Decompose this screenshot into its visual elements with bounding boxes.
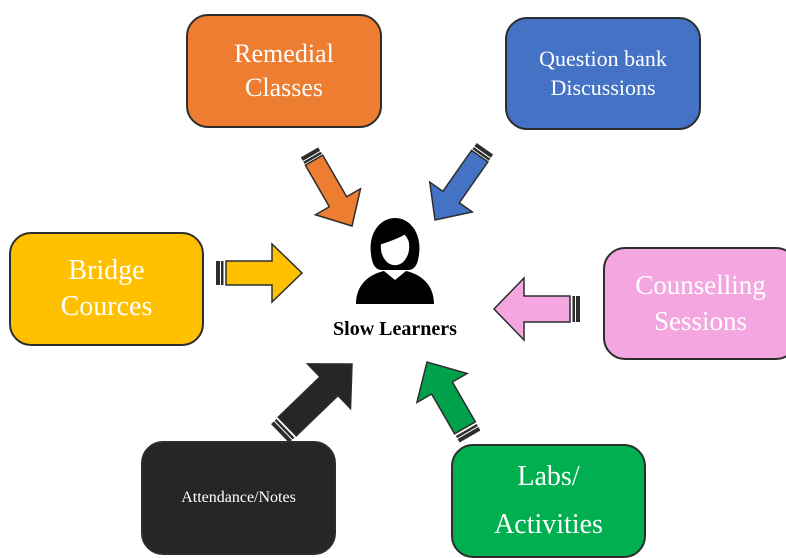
labs-arrow-body [415, 361, 477, 435]
labs-arrow [415, 361, 481, 443]
labs-label-line2: Activities [494, 509, 603, 540]
counselling-sessions-box: Counselling Sessions [603, 247, 786, 360]
labs-label-line1: Labs/ [517, 461, 580, 493]
question-bank-arrow-body [428, 149, 489, 221]
bridge-arrow [216, 242, 304, 304]
remedial-classes-box: Remedial Classes [186, 14, 382, 128]
remedial-arrow [300, 147, 362, 227]
bridge-label-line1: Bridge [68, 254, 145, 286]
question-bank-label-line1: Question bank [539, 45, 667, 71]
person-icon [356, 218, 434, 304]
counselling-label-line1: Counselling [635, 270, 766, 301]
attendance-arrow [271, 363, 353, 443]
bridge-label-line2: Cources [60, 291, 153, 322]
remedial-label-line1: Remedial [234, 39, 334, 69]
question-bank-arrow [428, 142, 494, 221]
question-bank-label-line2: Discussions [550, 74, 656, 100]
counselling-label-line2: Sessions [653, 305, 748, 336]
attendance-notes-box: Attendance/Notes [141, 441, 336, 555]
attendance-label: Attendance/Notes [181, 488, 296, 506]
labs-activities-box: Labs/ Activities [451, 444, 646, 558]
counselling-arrow [492, 276, 580, 342]
remedial-label-line2: Classes [245, 73, 323, 102]
center-label: Slow Learners [333, 318, 457, 340]
remedial-arrow-body [304, 154, 362, 227]
counselling-arrow-body [492, 276, 571, 342]
question-bank-box: Question bank Discussions [505, 17, 701, 130]
attendance-arrow-body [277, 363, 353, 437]
bridge-courses-box: Bridge Cources [9, 232, 204, 346]
bridge-arrow-body [225, 242, 304, 304]
